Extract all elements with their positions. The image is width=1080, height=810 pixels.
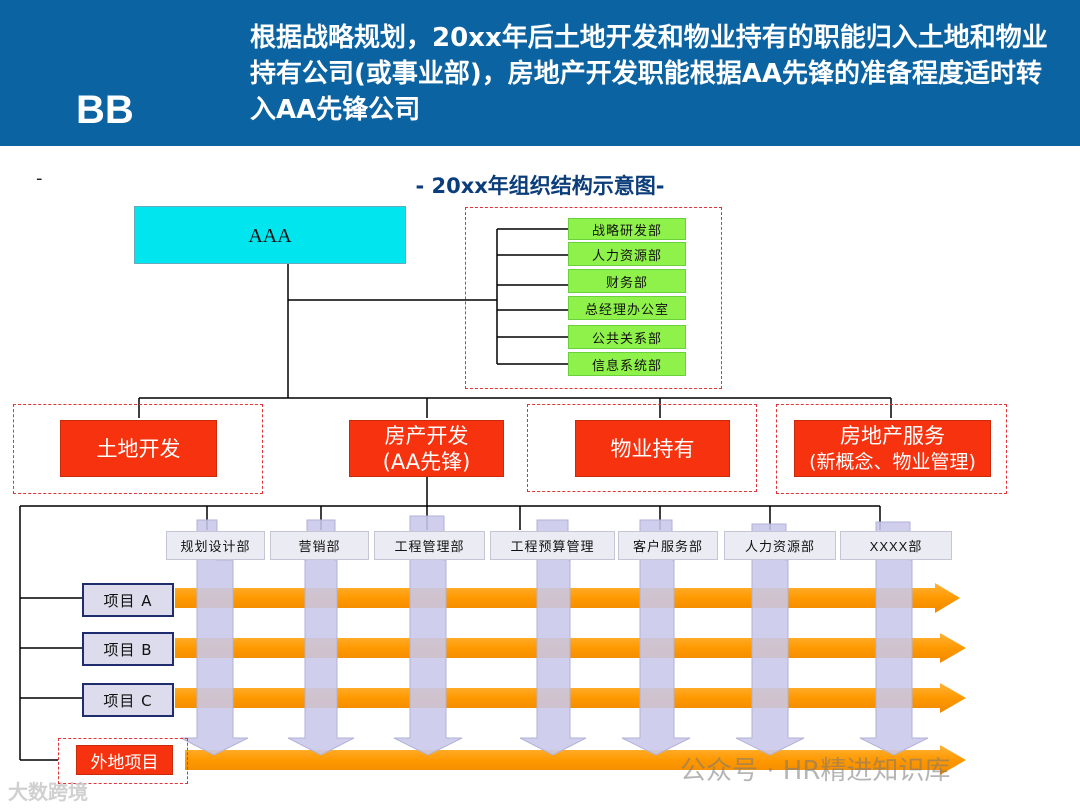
- land-dev-frame: [13, 404, 263, 494]
- slide-marker: -: [36, 168, 43, 189]
- func-dept-budget: 工程预算管理: [490, 531, 615, 560]
- staff-group-frame: [465, 207, 722, 389]
- func-dept-customer-service: 客户服务部: [618, 531, 718, 560]
- unit-housing-development-sublabel: (AA先锋): [382, 449, 471, 474]
- unit-housing-development: 房产开发 (AA先锋): [349, 420, 504, 477]
- top-node-aaa: AAA: [134, 206, 406, 264]
- func-dept-engineering: 工程管理部: [374, 531, 485, 560]
- func-dept-planning: 规划设计部: [166, 531, 265, 560]
- remote-project-frame: [58, 738, 188, 784]
- unit-property-holding: 物业持有: [575, 420, 730, 477]
- unit-realestate-service: 房地产服务 (新概念、物业管理): [794, 420, 991, 477]
- unit-housing-development-label: 房产开发: [384, 423, 469, 448]
- staff-dept-gm-office: 总经理办公室: [568, 296, 686, 320]
- realestate-service-frame: [776, 404, 1007, 494]
- project-a: 项目 A: [82, 583, 174, 617]
- unit-property-holding-label: 物业持有: [610, 436, 695, 461]
- header-title: 根据战略规划，20xx年后土地开发和物业持有的职能归入土地和物业持有公司(或事业…: [250, 23, 1048, 125]
- staff-dept-it: 信息系统部: [568, 352, 686, 376]
- header-bar: BB 根据战略规划，20xx年后土地开发和物业持有的职能归入土地和物业持有公司(…: [0, 0, 1080, 146]
- chart-title: - 20xx年组织结构示意图-: [415, 174, 665, 198]
- staff-dept-strategy: 战略研发部: [568, 218, 686, 240]
- unit-realestate-service-sublabel: (新概念、物业管理): [809, 450, 976, 473]
- property-hold-frame: [527, 404, 757, 492]
- staff-dept-pr: 公共关系部: [568, 325, 686, 349]
- func-dept-marketing: 营销部: [270, 531, 369, 560]
- unit-realestate-service-label: 房地产服务: [840, 423, 945, 448]
- staff-dept-finance: 财务部: [568, 269, 686, 293]
- func-dept-xxxx: XXXX部: [840, 531, 952, 560]
- unit-land-development-label: 土地开发: [96, 436, 181, 461]
- project-c: 项目 C: [82, 683, 174, 717]
- remote-project: 外地项目: [76, 745, 173, 775]
- unit-land-development: 土地开发: [60, 420, 217, 477]
- project-b: 项目 B: [82, 632, 174, 666]
- wechat-watermark: 公众号 · HR精进知识库: [680, 756, 951, 786]
- corner-watermark: 大数跨境: [8, 780, 88, 804]
- staff-dept-hr: 人力资源部: [568, 242, 686, 266]
- header-badge: BB: [76, 88, 134, 132]
- func-dept-hr: 人力资源部: [724, 531, 836, 560]
